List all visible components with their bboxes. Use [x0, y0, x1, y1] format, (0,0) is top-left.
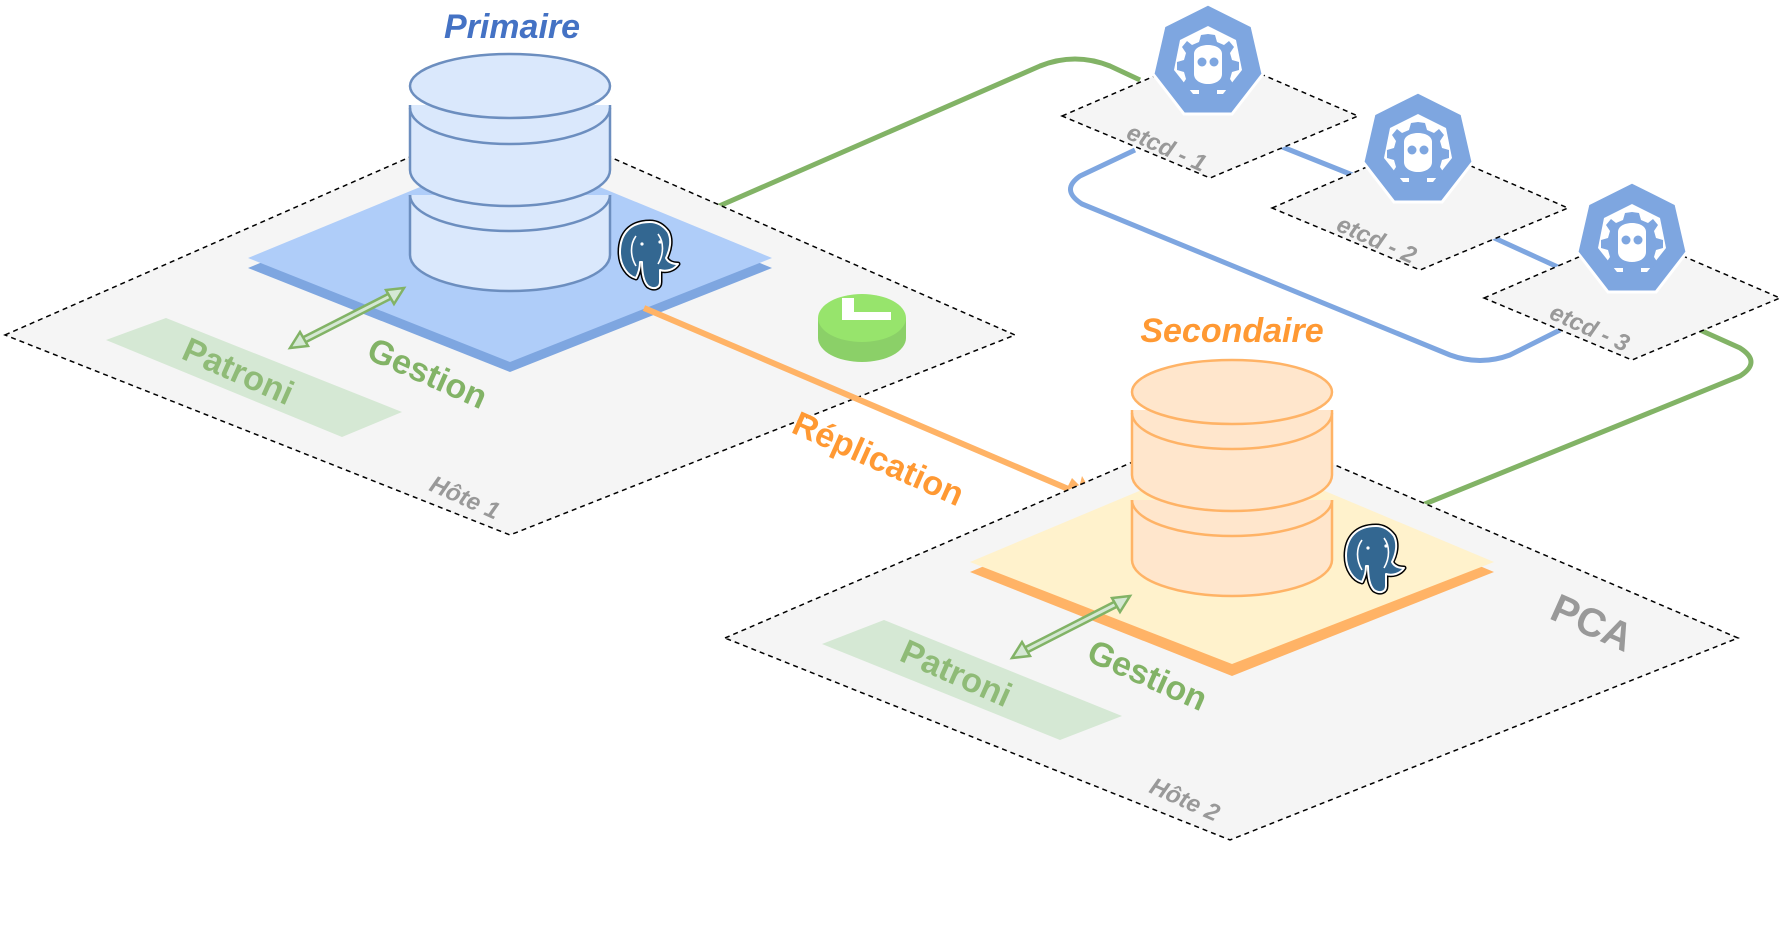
host-2: Patroni Gestion Secondaire PCA Hôte 2: [723, 312, 1740, 841]
secondary-database-icon: [1130, 358, 1334, 598]
cluster-link-etcd-to-secondary: [1414, 327, 1754, 511]
primary-title: Primaire: [444, 8, 580, 46]
etcd-icon: [1575, 180, 1689, 294]
secondary-double-arrow-icon: [1009, 594, 1133, 660]
etcd-link-1-2: [1279, 143, 1361, 181]
etcd-icon: [1151, 2, 1265, 116]
green-button-icon: [818, 294, 906, 362]
primary-patroni-band: [106, 318, 402, 437]
etcd-node-3-plate: [1482, 233, 1782, 361]
etcd-link-2-3: [1488, 233, 1562, 271]
etcd-node-2-plate: [1270, 143, 1570, 271]
primary-database-icon: [408, 52, 612, 293]
cluster-link-primary-to-etcd: [709, 56, 1142, 213]
etcd-cluster-ring: [1068, 147, 1562, 363]
etcd-icon: [1361, 90, 1475, 204]
secondary-patroni-band: [822, 620, 1122, 740]
primary-double-arrow-icon: [287, 286, 407, 350]
etcd-node-1: etcd - 1: [1060, 2, 1360, 179]
host-1: Patroni Gestion Primaire Hôte 1: [3, 8, 1017, 536]
secondary-title: Secondaire: [1140, 312, 1323, 350]
replication-label: Réplication: [787, 405, 970, 514]
